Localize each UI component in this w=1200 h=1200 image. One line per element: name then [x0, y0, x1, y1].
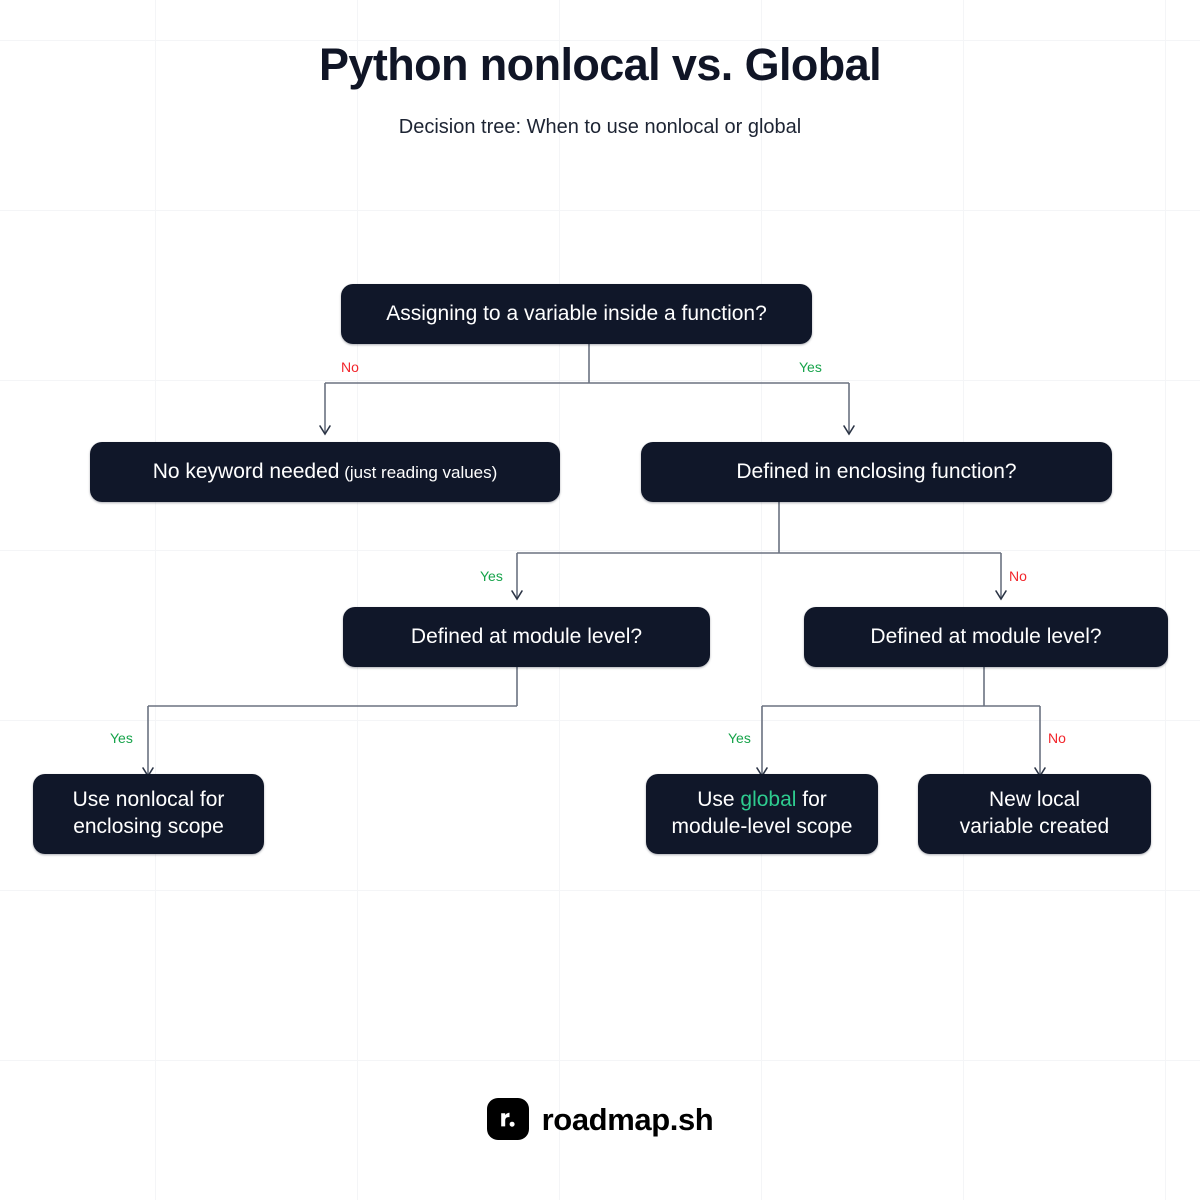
node-label-pre: Use [697, 788, 741, 812]
node-label: Defined at module level? [410, 624, 643, 648]
node-new-local-variable[interactable]: New local variable created [918, 774, 1151, 854]
node-label-line2: module-level scope [671, 815, 853, 838]
page-title: Python nonlocal vs. Global [319, 39, 882, 90]
node-defined-at-module-level-right[interactable]: Defined at module level? [804, 607, 1168, 667]
edge-label-module-right-no: No [1048, 730, 1066, 746]
node-label-post: for [796, 788, 827, 812]
node-label-line1: New local [988, 788, 1081, 812]
brand-footer: roadmap.sh [0, 1098, 1200, 1140]
arrowhead-root-yes [843, 425, 855, 436]
node-label-note: (just reading values) [344, 462, 498, 482]
arrowhead-root-no [319, 425, 331, 436]
node-label: No keyword needed (just reading values) [153, 459, 498, 486]
node-label: Defined in enclosing function? [736, 459, 1017, 483]
node-label-line2: variable created [959, 815, 1110, 838]
keyword-global: global [740, 788, 797, 812]
edge-label-root-yes: Yes [799, 359, 822, 375]
node-label: Defined at module level? [870, 624, 1102, 648]
arrowhead-enclosing-no [995, 590, 1007, 601]
node-label: Assigning to a variable inside a functio… [386, 301, 767, 325]
page-subtitle: Decision tree: When to use nonlocal or g… [398, 116, 802, 139]
edge-label-root-no: No [341, 359, 359, 375]
node-no-keyword-needed[interactable]: No keyword needed (just reading values) [90, 442, 560, 502]
node-use-nonlocal[interactable]: Use nonlocal for enclosing scope [33, 774, 264, 854]
node-label: Use nonlocal for enclosing scope [73, 787, 225, 841]
roadmap-logo-icon [486, 1098, 529, 1140]
node-defined-at-module-level-left[interactable]: Defined at module level? [343, 607, 710, 667]
edge-label-module-left-yes: Yes [110, 730, 133, 746]
roadmap-logo-glyph [500, 1112, 515, 1127]
edge-label-enclosing-yes: Yes [480, 568, 503, 584]
arrowhead-enclosing-yes [511, 590, 523, 601]
edge-label-enclosing-no: No [1009, 568, 1027, 584]
node-defined-in-enclosing-function[interactable]: Defined in enclosing function? [641, 442, 1112, 502]
header: Python nonlocal vs. Global Decision tree… [0, 0, 1200, 140]
node-label-line1: Use nonlocal for [72, 788, 225, 812]
brand-name: roadmap.sh [541, 1101, 714, 1137]
node-label-main: No keyword needed [152, 459, 340, 483]
node-label: New local variable created [960, 787, 1109, 841]
node-use-global[interactable]: Use global for module-level scope [646, 774, 878, 854]
node-label-line2: enclosing scope [73, 815, 224, 838]
edge-label-module-right-yes: Yes [728, 730, 751, 746]
node-label: Use global for module-level scope [672, 787, 853, 841]
node-assigning-to-variable[interactable]: Assigning to a variable inside a functio… [341, 284, 812, 344]
